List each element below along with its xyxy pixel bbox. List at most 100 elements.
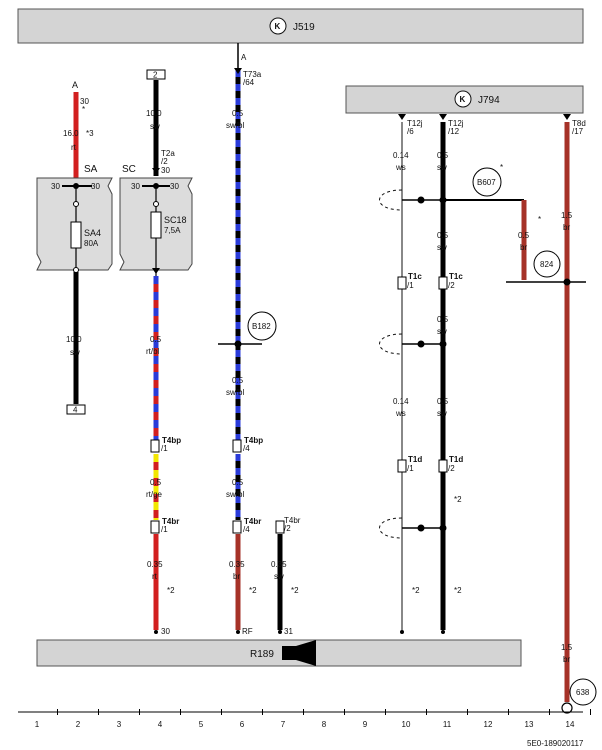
k-symbol-icon [269,17,287,35]
conn-t1c-1 [397,276,407,290]
t73a-label: T73a [243,70,262,79]
sc-fuse-element [150,211,162,239]
j519-label: J519 [293,22,315,33]
ref-824 [533,250,561,278]
note-2-col4: *2 [167,586,175,595]
ruler-number: 3 [117,720,122,729]
w-br05-color: br [520,243,527,252]
ruler-number: 6 [240,720,245,729]
w-sw3-size: 0.5 [437,315,449,324]
splice-dot-1b [439,196,447,204]
w-br05-size: 0.5 [518,231,530,240]
r189-pin-31-label: 31 [284,627,293,636]
splice-dot-1a [417,196,425,204]
w-sw2-color: sw [437,243,447,252]
w-sw3-color: sw [437,327,447,336]
w-15b-color: br [563,655,570,664]
t12j-a-label: T12j [407,119,423,128]
note-2-col10: *2 [412,586,420,595]
sa-30-right: 30 [91,182,100,191]
t73a-pin-arrow [234,68,242,74]
j794-label: J794 [478,95,500,106]
w-swbl2-size: 0.5 [232,376,244,385]
splice-dot-3b [439,524,447,532]
sa-30-left: 30 [51,182,60,191]
t1d-b-label: T1d [449,455,463,464]
w10b-color: sw [70,348,80,357]
splice-dot-sc [153,183,159,189]
sc18-rating: 7,5A [164,226,181,235]
shield-loop-1 [379,189,403,211]
t12j-b-pin: /12 [448,127,460,136]
k-symbol-letter-2: K [460,95,466,104]
t4br-a-pin: /1 [161,525,168,534]
label-a-30: 30 [80,97,89,106]
ref-638 [569,678,597,706]
ruler-number: 1 [35,720,40,729]
terminal-4-label: 4 [73,406,78,415]
sa-fuse-element [70,221,82,249]
w-15a-size: 1.5 [561,211,573,220]
j519-pin-a: A [241,53,247,62]
speaker-body-icon [282,646,296,660]
sa4-rating: 80A [84,239,99,248]
w-br035-size: 0.35 [229,560,245,569]
t4br-c-label: T4br [284,516,301,525]
r189-pin-rf-label: RF [242,627,253,636]
ref-b607-label: B607 [477,178,496,187]
conn-t1d-1 [397,459,407,473]
ref-b182 [247,311,277,341]
ref-824-label: 824 [540,260,554,269]
terminal-box-4 [66,404,86,415]
k-symbol-icon-2 [454,90,472,108]
t4br-a-label: T4br [162,517,179,526]
r189-box [36,639,522,667]
w10a-color: sw [150,122,160,131]
t12j-b-label: T12j [448,119,464,128]
w-sw2-size: 0.5 [437,231,449,240]
w10a-size: 10.0 [146,109,162,118]
r189-pin-30 [154,630,158,634]
j794-pin-arrow-3 [563,114,571,120]
t4br-b-label: T4br [244,517,261,526]
sc-node-top [153,201,159,207]
ref-638-label: 638 [576,688,590,697]
t4bp-b-pin: /4 [243,444,250,453]
shield-loop-3 [379,517,403,539]
w-15b-size: 1.5 [561,643,573,652]
ruler-number: 2 [76,720,81,729]
ruler-number: 7 [281,720,286,729]
t4bp-a-label: T4bp [162,436,181,445]
conn-t4bp-1 [150,439,160,453]
ref-b607 [472,167,502,197]
shield-loop-2 [379,333,403,355]
t1d-a-label: T1d [408,455,422,464]
ruler-number: 5 [199,720,204,729]
ruler-number: 4 [158,720,163,729]
t4bp-a-pin: /1 [161,444,168,453]
w-014b-size: 0.14 [393,397,409,406]
splice-dot-2a [417,340,425,348]
w16-size: 16.0 [63,129,79,138]
t8d-label: T8d [572,119,586,128]
sa-node-bottom [73,267,79,273]
t1c-a-label: T1c [408,272,422,281]
w-15a-color: br [563,223,570,232]
splice-dot-a [73,183,79,189]
terminal-2-label: 2 [153,71,158,80]
splice-dot-2b [439,340,447,348]
ruler-number: 12 [484,720,493,729]
t73a-pin: /64 [243,78,255,87]
j519-bar [17,8,584,44]
sa-node-top [73,201,79,207]
splice-dot-824 [563,278,571,286]
w-014a-color: ws [395,163,406,172]
sa-title: SA [84,164,98,175]
w-rtbl-color: rt/bl [146,347,160,356]
r189-pin-30-label: 30 [161,627,170,636]
conn-t4bp-4 [232,439,242,453]
note-b607: * [500,163,503,172]
w10b-size: 10.0 [66,335,82,344]
t2a-label: T2a [161,149,175,158]
